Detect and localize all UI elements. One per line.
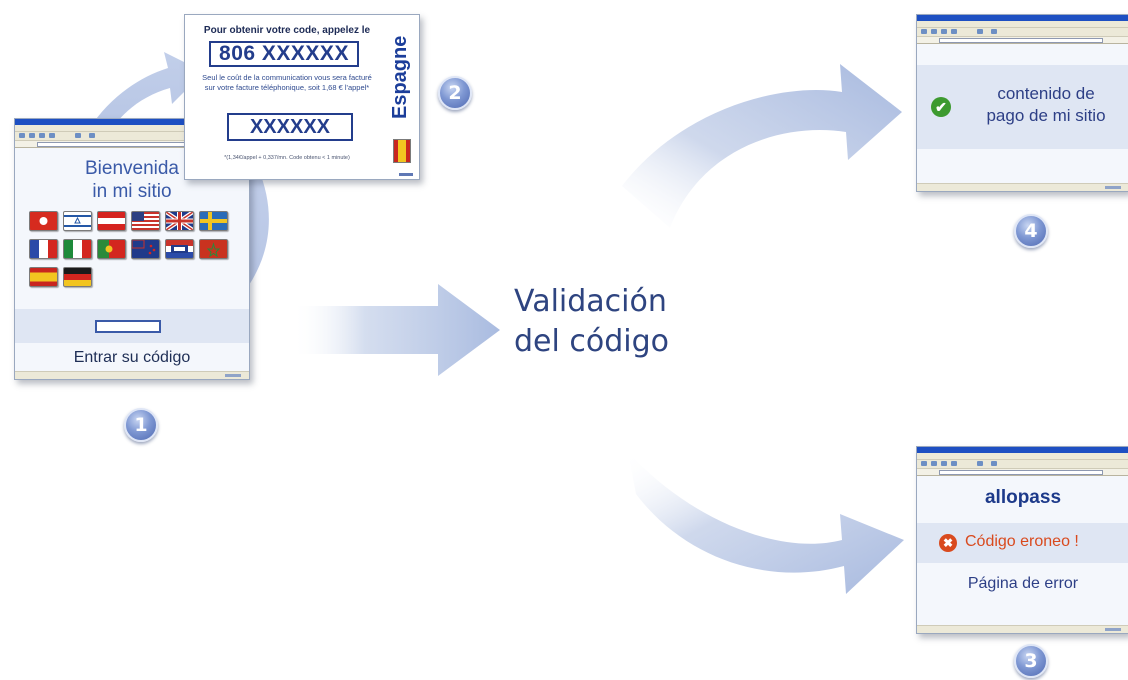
italy-flag-icon[interactable] — [63, 239, 92, 259]
spain-flag-icon[interactable] — [29, 267, 58, 287]
success-line1: contenido de — [997, 84, 1095, 103]
france-flag-icon[interactable] — [29, 239, 58, 259]
morocco-flag-icon[interactable] — [199, 239, 228, 259]
austria-flag-icon[interactable] — [97, 211, 126, 231]
window-titlebar — [15, 119, 249, 125]
welcome-line1: Bienvenida — [84, 158, 180, 179]
code-box: XXXXXX — [227, 113, 353, 141]
success-band: ✔ contenido de pago de mi sitio — [917, 65, 1128, 149]
germany-flag-icon[interactable] — [63, 267, 92, 287]
usa-flag-icon[interactable] — [131, 211, 160, 231]
phone-number-box: 806 XXXXXX — [209, 41, 359, 67]
cost-line2: sur votre facture téléphonique, soit 1,6… — [204, 83, 370, 92]
error-message: Código eroneo ! — [965, 533, 1079, 550]
window-titlebar — [917, 15, 1128, 21]
arrow-to-code-field — [196, 168, 269, 330]
window-toolbar — [917, 28, 1128, 37]
step2-browser-window: Pour obtenir votre code, appelez le 806 … — [184, 14, 420, 180]
portugal-flag-icon[interactable] — [97, 239, 126, 259]
check-circle-icon: ✔ — [931, 97, 951, 117]
code-input[interactable] — [95, 320, 161, 333]
step1-browser-window: Bienvenida in mi sitio Entrar su código — [14, 118, 250, 380]
arrow-to-success — [622, 64, 902, 228]
arrow-to-error — [628, 452, 904, 594]
window-statusbar — [917, 183, 1128, 191]
spain-flag-icon — [393, 139, 411, 163]
error-page-label: Página de error — [967, 575, 1079, 592]
allopass-brand: allopass — [984, 487, 1062, 508]
validation-title-line2: del código — [514, 324, 669, 359]
new-zealand-flag-icon[interactable] — [131, 239, 160, 259]
error-band: ✖ Código eroneo ! — [917, 523, 1128, 563]
step2-badge: 2 — [438, 76, 472, 110]
israel-flag-icon[interactable] — [63, 211, 92, 231]
window-menubar — [15, 125, 249, 132]
country-label: Espagne — [389, 35, 411, 119]
validation-title-line1: Validación — [514, 284, 667, 319]
step4-badge: 4 — [1014, 214, 1048, 248]
footnote: *(1,34€/appel + 0,337/mn. Code obtenu < … — [224, 155, 350, 161]
step3-browser-window: allopass ✖ Código eroneo ! Página de err… — [916, 446, 1128, 634]
arrow-to-validation — [292, 284, 500, 376]
window-titlebar — [917, 447, 1128, 453]
code-entry-band — [15, 309, 249, 343]
code-value: XXXXXX — [249, 115, 331, 138]
step1-badge: 1 — [124, 408, 158, 442]
enter-code-label: Entrar su código — [73, 349, 191, 366]
sweden-flag-icon[interactable] — [199, 211, 228, 231]
step3-badge: 3 — [1014, 644, 1048, 678]
step4-browser-window: ✔ contenido de pago de mi sitio — [916, 14, 1128, 192]
netherlands-flag-icon[interactable] — [165, 239, 194, 259]
window-toolbar — [15, 132, 249, 141]
window-addressbar — [917, 469, 1128, 476]
welcome-line2: in mi sitio — [92, 181, 172, 202]
window-menubar — [917, 21, 1128, 28]
phone-number: 806 XXXXXX — [219, 42, 349, 65]
window-statusbar — [15, 371, 249, 379]
allopass-mini-logo — [399, 173, 413, 176]
error-x-circle-icon: ✖ — [939, 534, 957, 552]
uk-flag-icon[interactable] — [165, 211, 194, 231]
cost-line1: Seul le coût de la communication vous se… — [202, 73, 372, 82]
window-toolbar — [917, 460, 1128, 469]
call-instruction: Pour obtenir votre code, appelez le — [203, 25, 371, 36]
success-line2: pago de mi sitio — [986, 106, 1106, 125]
window-statusbar — [917, 625, 1128, 633]
window-menubar — [917, 453, 1128, 460]
hong-kong-flag-icon[interactable] — [29, 211, 58, 231]
window-addressbar — [917, 37, 1128, 44]
